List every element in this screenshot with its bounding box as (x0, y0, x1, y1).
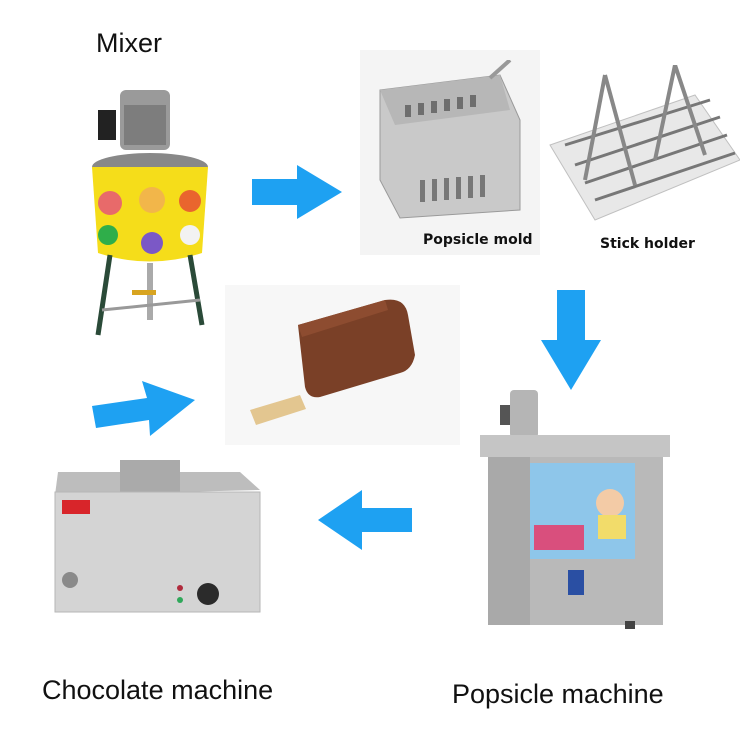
stick-holder-image (549, 65, 740, 221)
arrow-down-icon (541, 290, 601, 390)
popsicle-mold-label: Popsicle mold (423, 232, 533, 248)
popsicle-image (250, 299, 415, 425)
popsicle-mold-image (379, 60, 521, 219)
popsicle-machine-image (480, 390, 670, 629)
popsicle-machine-label: Popsicle machine (452, 679, 664, 709)
stick-holder-label: Stick holder (600, 236, 695, 252)
chocolate-machine-label: Chocolate machine (42, 675, 274, 705)
mixer-label: Mixer (96, 28, 162, 58)
arrow-right-icon (252, 165, 342, 219)
arrow-up-right-icon (92, 381, 195, 436)
chocolate-machine-image (54, 460, 261, 613)
mixer-image (92, 90, 208, 336)
arrow-left-icon (318, 490, 412, 550)
